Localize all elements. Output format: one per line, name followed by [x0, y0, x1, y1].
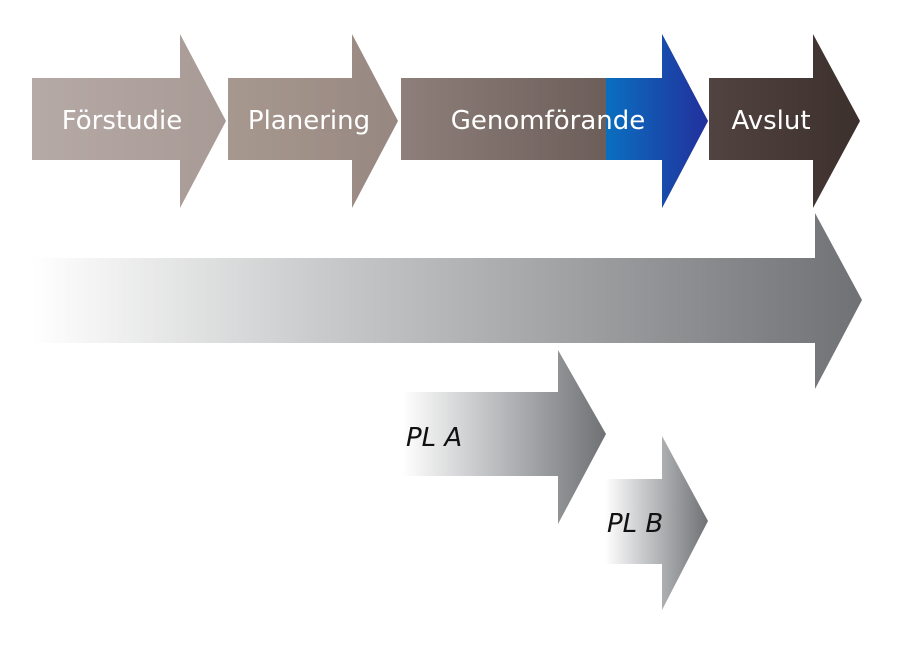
phase-label-planering: Planering: [248, 106, 370, 136]
phase-label-genomforande: Genomförande: [451, 106, 646, 136]
pl-a-arrow-shape: [402, 350, 606, 524]
avslut-arrow-shape: [709, 34, 860, 208]
pl-a-arrow: PL A: [402, 350, 606, 524]
genomforande-accent-segment: [606, 34, 708, 208]
phase-arrow-planering: Planering: [228, 34, 398, 208]
phase-label-avslut: Avslut: [731, 106, 810, 136]
planering-arrow-shape: [228, 34, 398, 208]
phase-arrow-genomforande: Genomförande: [401, 34, 708, 208]
pl-b-arrow: PL B: [605, 436, 708, 610]
phase-arrow-forstudie: Förstudie: [32, 34, 226, 208]
phase-arrow-avslut: Avslut: [709, 34, 860, 208]
pl-b-label: PL B: [607, 509, 663, 539]
pl-b-arrow-shape: [605, 436, 708, 610]
genomforande-arrow-shape: [401, 34, 708, 208]
long-project-arrow: [32, 213, 862, 389]
phase-label-forstudie: Förstudie: [62, 106, 183, 136]
forstudie-arrow-shape: [32, 34, 226, 208]
pl-a-label: PL A: [406, 423, 462, 453]
